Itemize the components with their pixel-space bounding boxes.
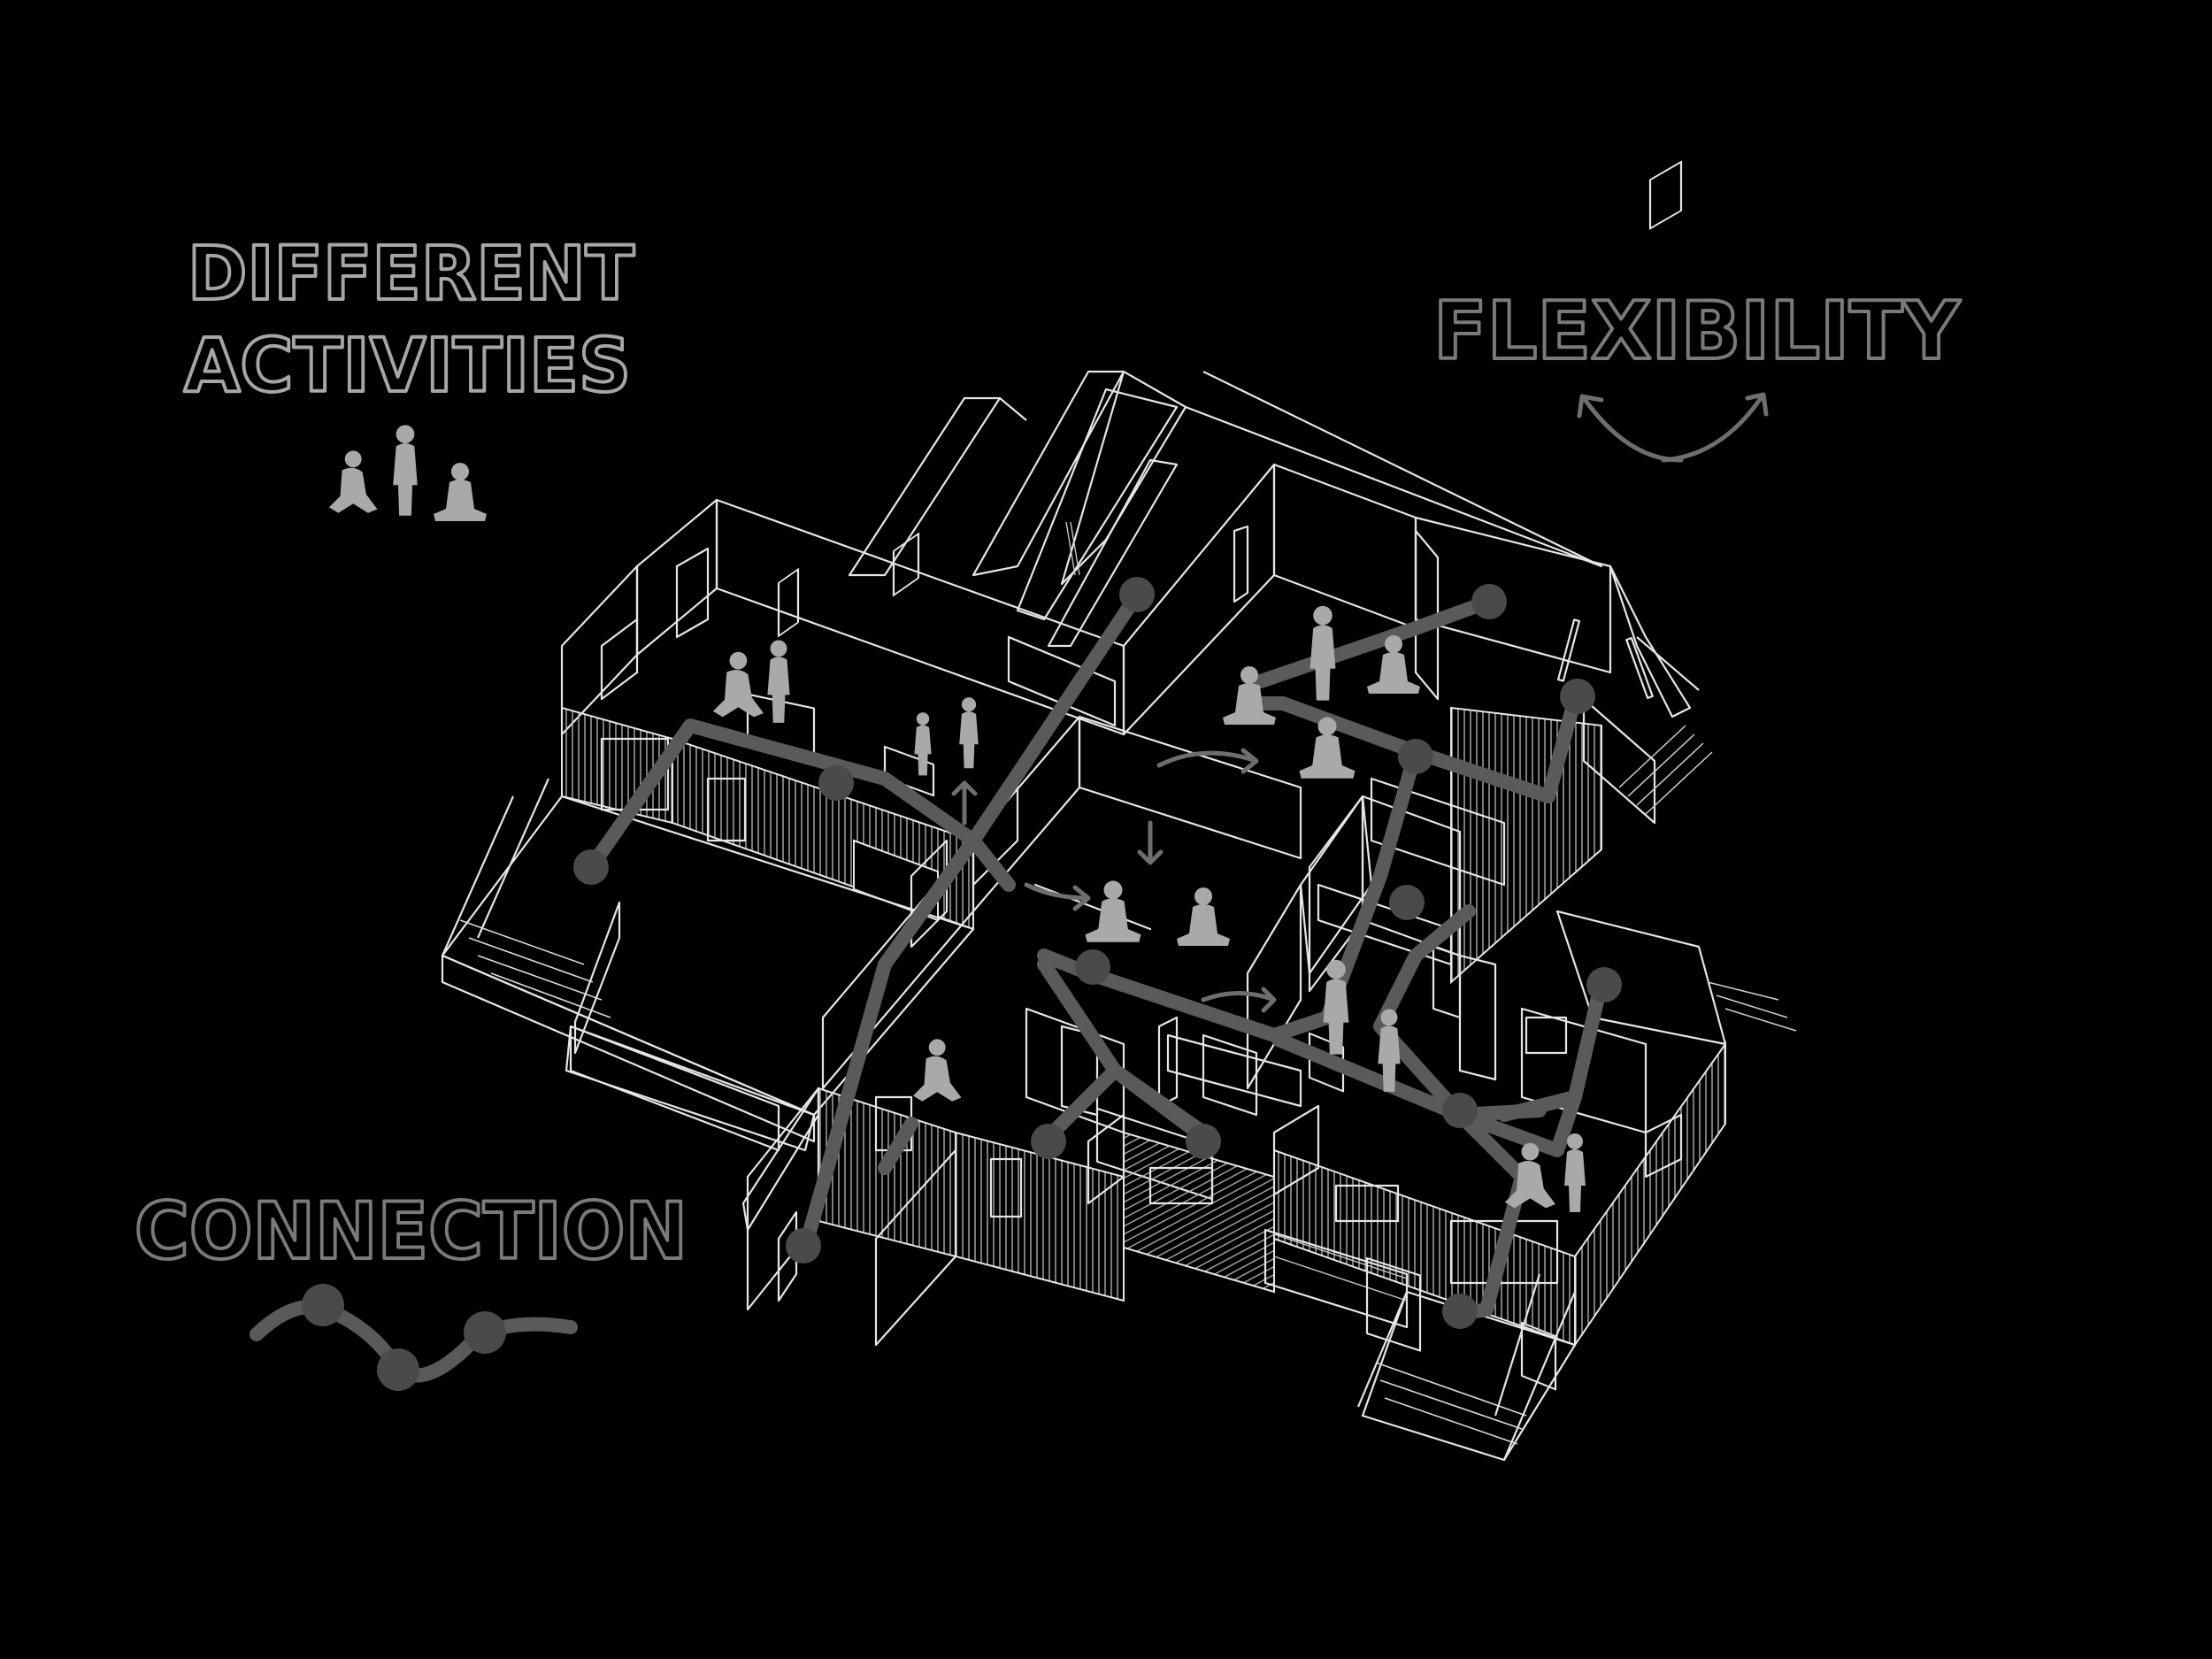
activities-label: DIFFERENT ACTIVITIES bbox=[182, 228, 636, 411]
activities-title-line1: DIFFERENT bbox=[188, 230, 634, 317]
front-facade bbox=[741, 532, 1576, 1347]
people-group-icon bbox=[328, 425, 487, 521]
activities-title-line2: ACTIVITIES bbox=[184, 322, 631, 409]
connection-title: CONNECTION bbox=[134, 1186, 687, 1277]
front-right-stairs bbox=[1356, 1273, 1577, 1462]
flexibility-title: FLEXIBILITY bbox=[1433, 285, 1962, 378]
roof-strips bbox=[848, 370, 1187, 648]
connected-nodes-wave-icon bbox=[250, 1284, 578, 1391]
building-axonometric bbox=[441, 160, 1797, 1462]
left-classroom-wing bbox=[560, 498, 1125, 931]
curved-double-arrow-icon bbox=[1577, 392, 1769, 463]
circulation-path bbox=[573, 577, 1622, 1329]
interior-flex-arrows bbox=[951, 748, 1277, 1013]
right-deck-railing bbox=[1556, 565, 1713, 815]
